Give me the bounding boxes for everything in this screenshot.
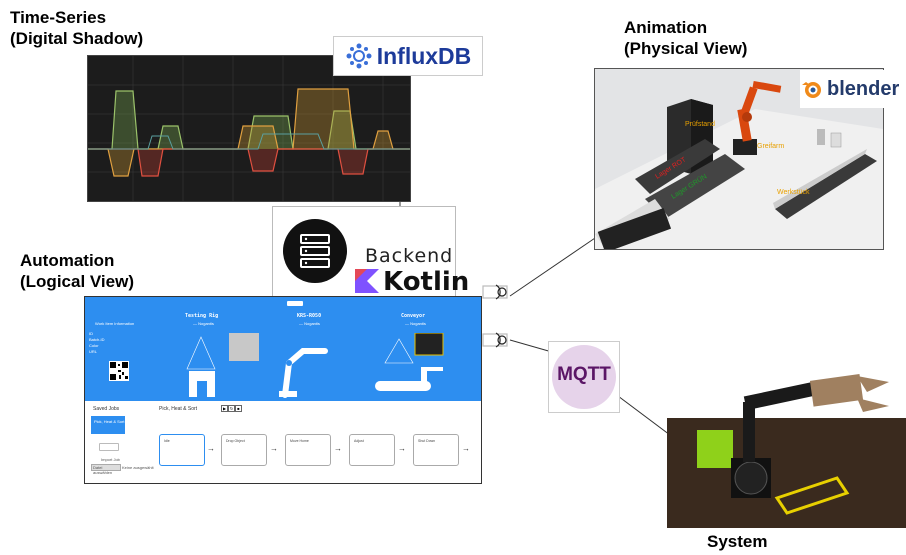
mqtt-circle [552,345,616,409]
play-icon[interactable]: ▶ [221,405,228,412]
krs-robot-arm [282,348,328,398]
influx-glyph-icon [346,43,372,69]
section-sub-conveyor: — Nogantis [405,321,426,326]
job-controls[interactable]: ▶ ↻ ■ [221,405,242,412]
save-icon[interactable]: ■ [235,405,242,412]
section-krs: KRS-R050 [297,313,322,319]
conveyor-right [775,154,877,219]
backend-box: Backend Kotlin [272,206,469,298]
blender-logo: blender [800,70,906,108]
flow-step-label: Drop Object [226,439,245,443]
connector-backend-blender [509,235,599,297]
flow-step-label: Move Home [290,439,309,443]
saved-job-label: Pick, Heat & Sort [94,419,125,424]
flow-step-idle[interactable]: Idle [159,434,205,466]
flow-arrow: → [270,444,278,453]
flow-arrow: → [462,444,470,453]
flow-step-label: Idle [164,439,170,443]
influxdb-wordmark: InfluxDB [376,42,472,69]
field-batch-id: Batch-ID [89,337,105,342]
timeseries-plot [88,56,410,201]
field-id: ID [89,331,93,336]
blender-icon [802,82,821,98]
automation-machines [186,333,444,398]
connector-backend-mqtt [509,339,553,353]
label-pruefstand: Prüfstand [685,121,715,128]
flow-step-adjust[interactable]: Adjust [349,434,395,466]
flow-arrow: → [334,444,342,453]
reload-icon[interactable]: ↻ [228,405,235,412]
saved-job-item[interactable]: Pick, Heat & Sort [91,416,125,434]
lager-gruen-ramp [645,154,745,219]
timeseries-heading: Time-Series (Digital Shadow) [10,8,144,48]
system-heading: System [707,532,768,551]
socket-blender [482,284,508,300]
system-robot-photo [667,373,906,528]
file-choose-button[interactable]: Datei auswählen [91,464,121,475]
file-choose-label: Datei auswählen [93,465,113,475]
field-url: URL [89,349,98,354]
section-conveyor: Conveyor [401,313,426,319]
label-greifarm: Greifarm [757,143,784,150]
section-sub-krs: — Nogantis [299,321,320,326]
series-red [88,148,410,177]
label-werkstueck: Werkstück [777,189,810,196]
flow-arrow: → [398,444,406,453]
animation-view: Prüfstand Greifarm Werkstück Lager ROT L… [594,68,884,250]
backend-label: Backend [365,245,454,267]
flow-step-label: Shut Down [418,439,436,443]
rig-preview [229,333,259,361]
field-color: Color [89,343,99,348]
section-sub-testing-rig: — Nogantis [193,321,214,326]
flow-step-drop[interactable]: Drop Object [221,434,267,466]
robot-arm-red [733,80,782,155]
kotlin-logo-icon [355,269,379,293]
no-file-label: Keine ausgewählt [122,465,154,470]
influxdb-logo: InfluxDB [333,36,483,76]
animation-scene: Prüfstand Greifarm Werkstück Lager ROT L… [595,80,883,249]
automation-ui: Work Item Information ID Batch-ID Color … [84,296,482,484]
saved-jobs-title: Saved Jobs [93,406,120,412]
rig-light-cone [186,336,216,370]
server-icon [283,219,347,283]
section-testing-rig: Testing Rig [185,313,219,319]
lager-rot-ramp [635,139,720,194]
blender-wordmark: blender [827,77,900,100]
conveyor-belt [375,381,431,391]
qr-code-icon [109,361,129,381]
mqtt-logo: MQTT [548,341,620,413]
flow-step-label: Adjust [354,439,364,443]
mqtt-wordmark: MQTT [557,364,611,385]
kotlin-wordmark: Kotlin [383,267,470,297]
conveyor-left [597,207,672,249]
flow-step-move-home[interactable]: Move Home [285,434,331,466]
socket-mqtt [482,332,508,348]
animation-heading: Animation (Physical View) [624,18,748,58]
job-title: Pick, Heat & Sort [159,406,198,412]
add-job-button[interactable] [99,443,119,451]
top-toggle[interactable] [287,301,303,306]
automation-heading: Automation (Logical View) [20,251,134,291]
import-job-label: Import Job [101,457,120,462]
conveyor-light-cone [384,338,414,364]
timeseries-graph [87,55,411,202]
flow-arrow: → [207,444,215,453]
conveyor-bin [414,333,444,356]
flow-step-shut-down[interactable]: Shut Down [413,434,459,466]
work-item-info-label: Work Item Information [95,321,135,326]
series-teal [88,133,410,150]
